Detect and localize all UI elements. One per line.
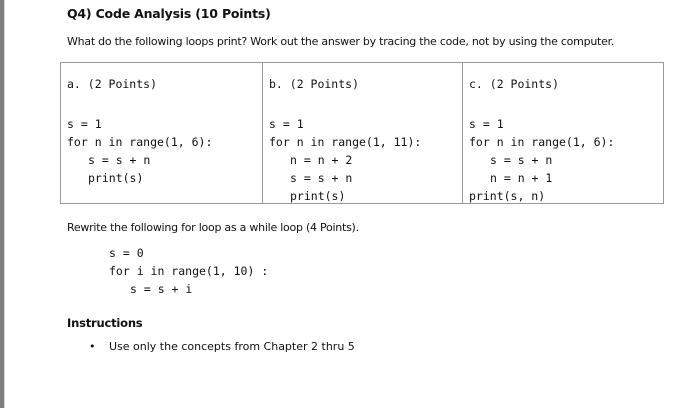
code-line: s = s + i [130,282,193,296]
code-line: s = 0 [109,246,144,260]
code-line: for i in range(1, 10) : [109,264,269,278]
code-line: print(s) [290,189,346,203]
code-line: s = 1 [67,117,102,131]
cell-header: b. (2 Points) [269,77,360,91]
code-table: a. (2 Points) s = 1 for n in range(1, 6)… [60,62,664,204]
code-line: n = n + 2 [290,153,353,167]
window-edge-bar [0,0,4,408]
rewrite-code-block: s = 0 for i in range(1, 10) : s = s + i [109,244,268,298]
code-line: s = 1 [269,117,304,131]
code-cell-b: b. (2 Points) s = 1 for n in range(1, 11… [262,63,462,203]
bullet-icon: • [89,340,96,353]
code-block: s = 1 for n in range(1, 11): n = n + 2 s… [269,115,421,205]
cell-header: c. (2 Points) [469,77,560,91]
code-line: n = n + 1 [490,171,553,185]
code-cell-a: a. (2 Points) s = 1 for n in range(1, 6)… [61,63,262,203]
question-intro: What do the following loops print? Work … [67,35,615,48]
window-edge-shadow [4,0,5,408]
code-line: for n in range(1, 11): [269,135,422,149]
code-block: s = 1 for n in range(1, 6): s = s + n n … [469,115,614,205]
code-line: for n in range(1, 6): [469,135,615,149]
code-block: s = 1 for n in range(1, 6): s = s + n pr… [67,115,212,187]
code-line: s = s + n [88,153,151,167]
instruction-item: • Use only the concepts from Chapter 2 t… [89,340,355,353]
code-line: for n in range(1, 6): [67,135,213,149]
rewrite-prompt: Rewrite the following for loop as a whil… [67,221,359,234]
code-cell-c: c. (2 Points) s = 1 for n in range(1, 6)… [462,63,663,203]
code-line: print(s) [88,171,144,185]
instructions-heading: Instructions [67,316,143,330]
code-line: s = 1 [469,117,504,131]
code-line: print(s, n) [469,189,546,203]
instruction-text: Use only the concepts from Chapter 2 thr… [109,340,355,353]
code-line: s = s + n [490,153,553,167]
code-line: s = s + n [290,171,353,185]
question-title: Q4) Code Analysis (10 Points) [67,6,271,21]
cell-header: a. (2 Points) [67,77,158,91]
